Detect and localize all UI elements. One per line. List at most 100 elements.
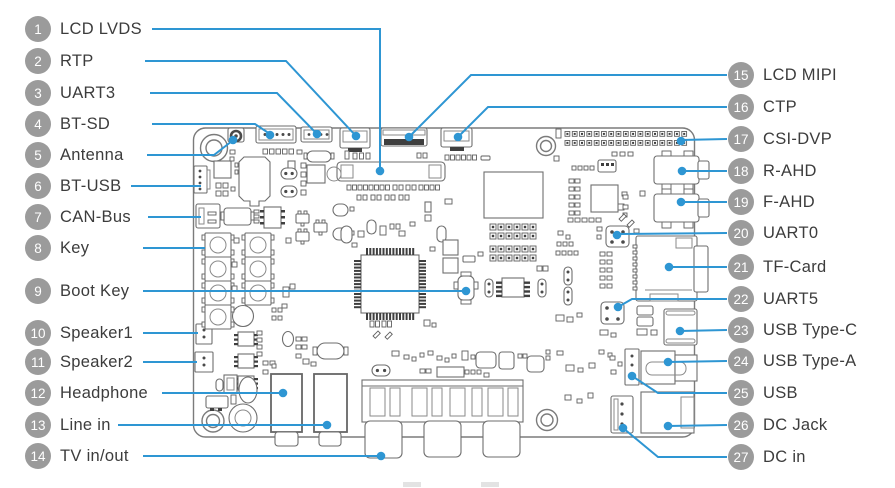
callout-number-badge: 16: [728, 94, 754, 120]
leader-dot: [676, 136, 686, 146]
leader-dot: [461, 286, 471, 296]
callout-number-badge: 2: [25, 48, 51, 74]
lcd-lvds-connector: [336, 161, 446, 182]
callout-number: 14: [30, 448, 46, 464]
callout-number-badge: 11: [25, 349, 51, 375]
callout-label: R-AHD: [763, 161, 817, 180]
callout-label: Boot Key: [60, 281, 130, 300]
callout-number-badge: 1: [25, 16, 51, 42]
callout-number: 21: [733, 259, 749, 275]
leader-dot: [675, 326, 685, 336]
callout-lcd-mipi: 15 LCD MIPI: [728, 62, 837, 89]
leader-line: [622, 427, 727, 458]
callout-number: 6: [34, 178, 42, 194]
callout-usb: 25 USB: [728, 380, 798, 407]
leader-line: [150, 92, 318, 135]
callout-number-badge: 12: [25, 380, 51, 406]
callout-number-badge: 19: [728, 189, 754, 215]
callout-f-ahd: 19 F-AHD: [728, 189, 815, 216]
callout-number-badge: 6: [25, 173, 51, 199]
callout-number: 8: [34, 240, 42, 256]
callout-label: UART5: [763, 289, 819, 308]
leader-line: [152, 28, 381, 171]
callout-number: 22: [733, 291, 749, 307]
callout-label: Key: [60, 238, 90, 257]
leader-dot: [663, 421, 673, 431]
callout-label: USB Type-A: [763, 351, 857, 370]
leader-line: [152, 123, 271, 135]
callout-number-badge: 27: [728, 444, 754, 470]
callout-number: 11: [30, 354, 45, 370]
callout-label: CTP: [763, 97, 797, 116]
callout-number: 17: [733, 131, 749, 147]
callout-number: 18: [733, 163, 749, 179]
callout-label: RTP: [60, 51, 94, 70]
callout-tv-in-out: 14 TV in/out: [25, 443, 129, 470]
callout-dc-jack: 26 DC Jack: [728, 412, 827, 439]
callout-label: Speaker1: [60, 323, 134, 342]
leader-dot: [663, 357, 673, 367]
callout-number: 27: [733, 449, 749, 465]
callout-label: LCD LVDS: [60, 19, 142, 38]
callout-ctp: 16 CTP: [728, 94, 797, 121]
key-buttons: [201, 232, 275, 330]
leader-dot: [351, 131, 361, 141]
callout-number: 19: [733, 194, 749, 210]
leader-dot: [228, 135, 238, 145]
leader-dot: [376, 451, 386, 461]
callout-number: 7: [34, 209, 42, 225]
callout-number: 5: [34, 147, 42, 163]
leader-line: [679, 329, 728, 332]
callout-number-badge: 13: [25, 412, 51, 438]
leader-line: [680, 138, 728, 141]
leader-line: [616, 232, 728, 235]
leader-dot: [312, 129, 322, 139]
leader-lines: [118, 28, 728, 461]
callout-number-badge: 8: [25, 235, 51, 261]
leader-dot: [375, 166, 385, 176]
wifi-module: [234, 156, 271, 207]
callout-label: DC in: [763, 447, 806, 466]
callout-antenna: 5 Antenna: [25, 142, 124, 169]
leader-line: [631, 375, 727, 394]
callout-number-badge: 3: [25, 80, 51, 106]
can-bus-connector: [195, 203, 221, 229]
callout-label: Antenna: [60, 145, 124, 164]
leader-line: [147, 140, 233, 156]
leader-line: [667, 360, 728, 363]
callout-number-badge: 9: [25, 278, 51, 304]
callout-csi-dvp: 17 CSI-DVP: [728, 126, 832, 153]
leader-dot: [613, 302, 623, 312]
callout-number: 25: [733, 385, 749, 401]
callout-label: DC Jack: [763, 415, 828, 434]
callout-label: UART0: [763, 223, 819, 242]
soic-chip: [496, 277, 530, 298]
callout-number: 1: [34, 21, 42, 37]
callout-label: UART3: [60, 83, 116, 102]
leader-dot: [676, 197, 686, 207]
callout-label: Speaker2: [60, 352, 134, 371]
callout-bt-sd: 4 BT-SD: [25, 111, 110, 138]
callout-number: 12: [30, 385, 46, 401]
leader-dot: [265, 130, 275, 140]
mounting-hole: [535, 408, 559, 432]
callout-number-badge: 26: [728, 412, 754, 438]
callout-label: USB Type-C: [763, 320, 858, 339]
line-in-jack: [313, 373, 348, 447]
callout-number: 24: [733, 353, 749, 369]
callout-uart5: 22 UART5: [728, 286, 818, 313]
callout-number: 23: [733, 322, 749, 338]
callout-lcd-lvds: 1 LCD LVDS: [25, 16, 142, 43]
callout-usb-type-a: 24 USB Type-A: [728, 348, 856, 375]
callout-number: 15: [733, 67, 749, 83]
callout-label: CAN-Bus: [60, 207, 131, 226]
callout-number: 9: [34, 283, 42, 299]
callout-label: CSI-DVP: [763, 129, 833, 148]
leader-line: [408, 74, 727, 138]
callout-number-badge: 14: [25, 443, 51, 469]
leader-dot: [618, 423, 628, 433]
callout-number-badge: 24: [728, 348, 754, 374]
callout-bt-usb: 6 BT-USB: [25, 173, 121, 200]
